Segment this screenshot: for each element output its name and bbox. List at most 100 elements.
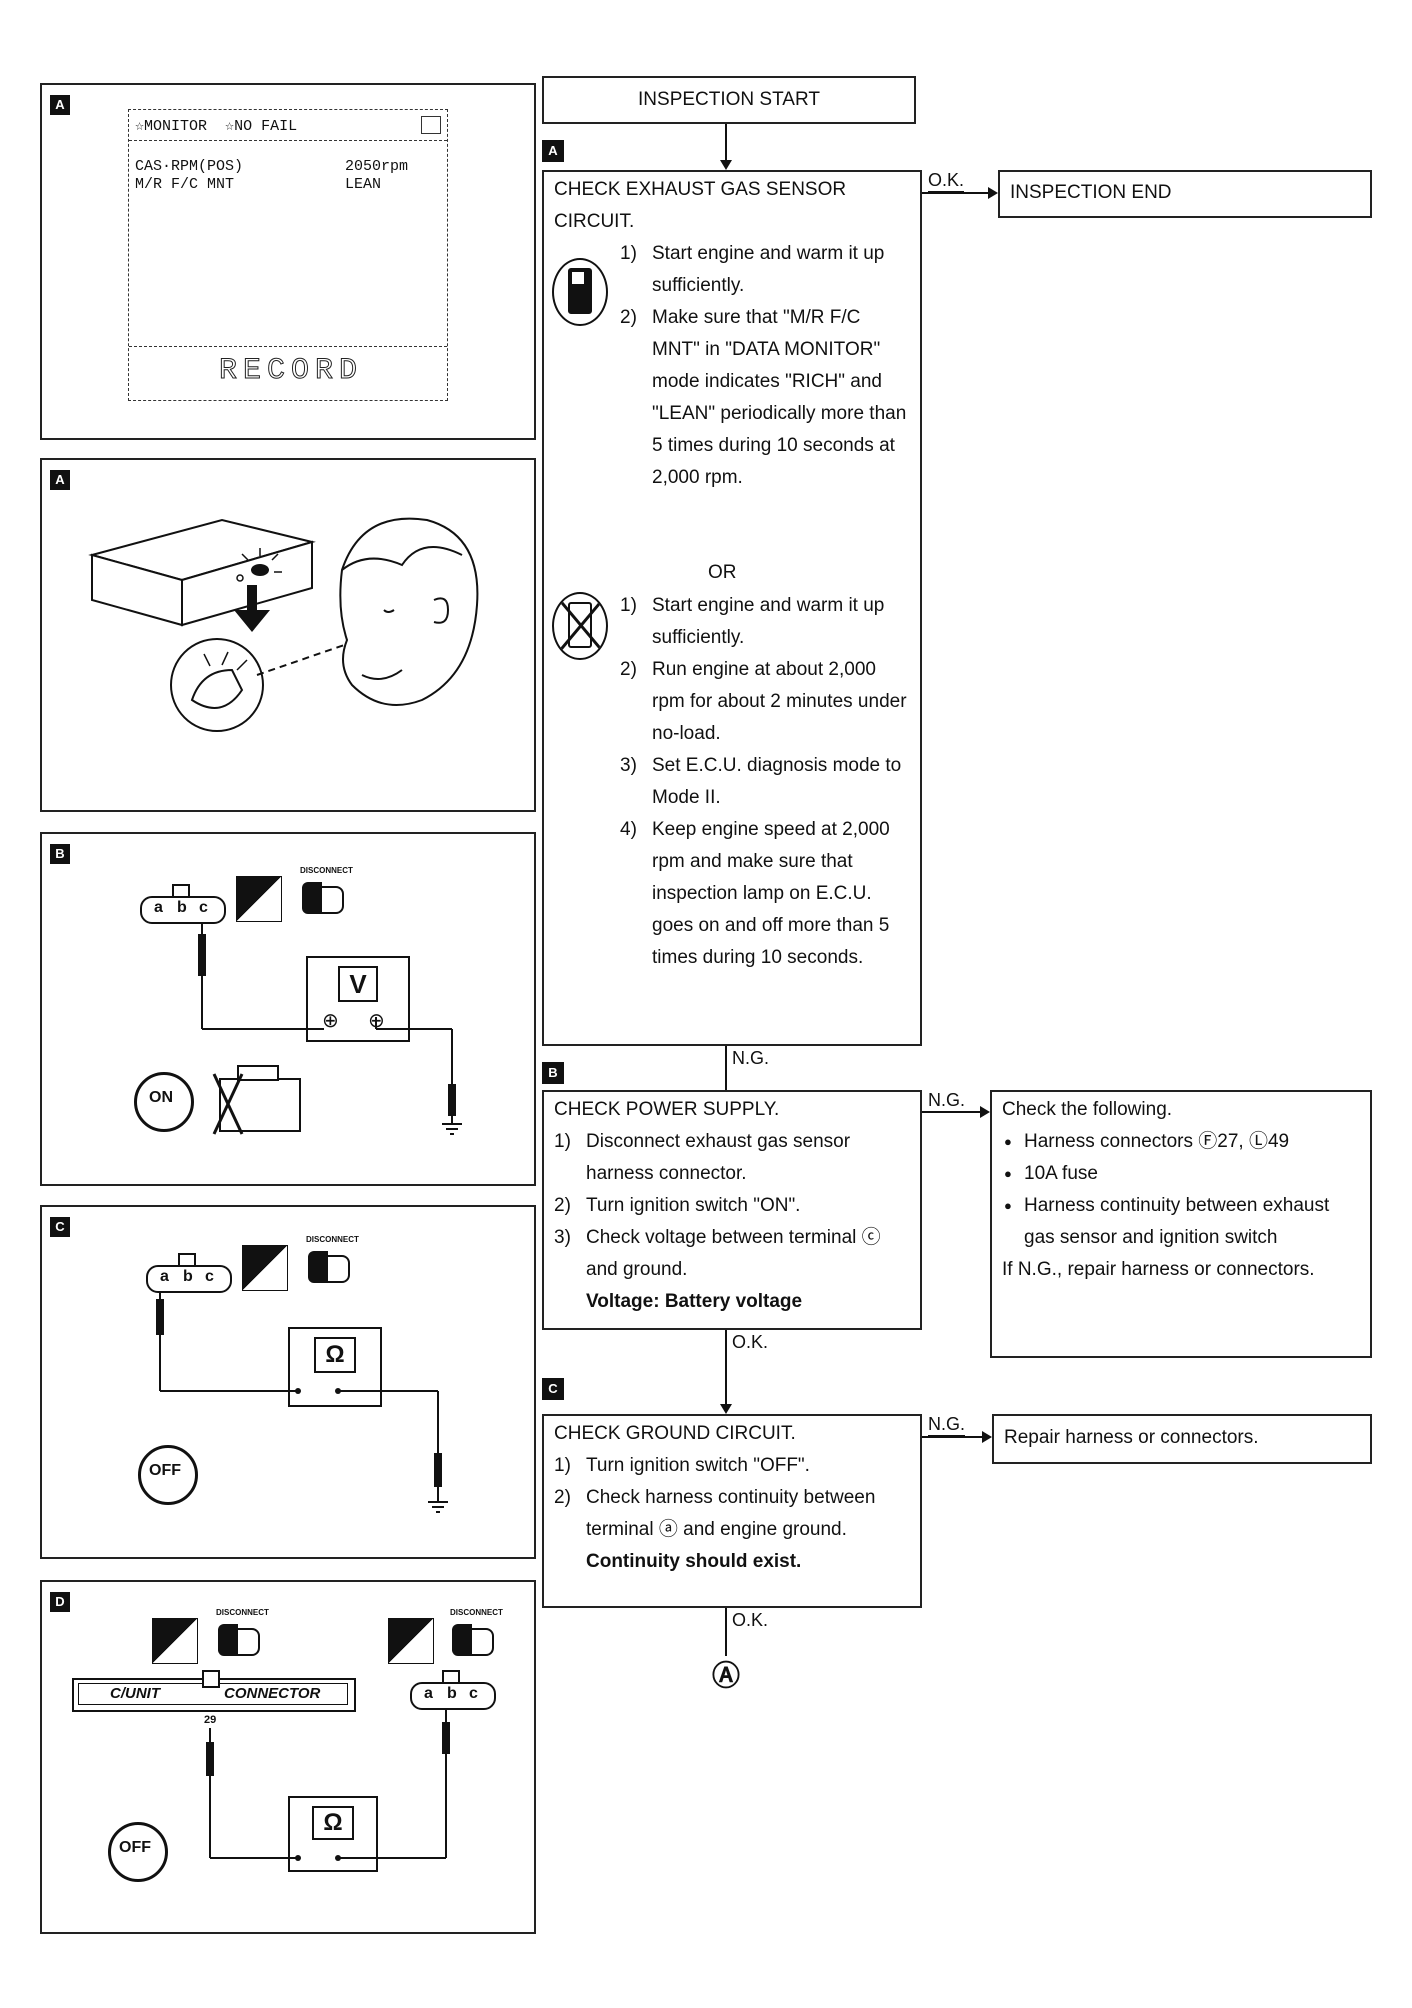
- check-b-step: 3)Check voltage between terminal ⓒ and g…: [554, 1227, 881, 1280]
- with-consult-step: 2)Make sure that "M/R F/C MNT" in "DATA …: [620, 307, 907, 488]
- monitor-screen: ☆MONITOR ☆NO FAIL CAS·RPM(POS) 2050rpm M…: [128, 109, 448, 401]
- ignition-key-icon: OFF: [108, 1822, 168, 1882]
- disconnect-label: DISCONNECT: [306, 1235, 359, 1244]
- panel-a-ecu-lamp: A: [40, 458, 536, 812]
- check-ground-circuit-box: CHECK GROUND CIRCUIT. 1)Turn ignition sw…: [542, 1414, 922, 1608]
- flow-tag-a: A: [542, 140, 564, 162]
- without-consult-step: 1)Start engine and warm it up sufficient…: [620, 595, 885, 648]
- ignition-key-icon: ON: [134, 1072, 194, 1132]
- check-following-tail: If N.G., repair harness or connectors.: [1002, 1259, 1315, 1280]
- check-c-step: 2)Check harness continuity between termi…: [554, 1487, 876, 1540]
- panel-b-voltage-check: B a b c DISCONNECT V ⊕ ⊖ ON: [40, 832, 536, 1186]
- panel-tag-a: A: [50, 470, 70, 490]
- connector-terminal-b: b: [447, 1685, 457, 1702]
- monitor-row2-value: LEAN: [345, 176, 382, 193]
- ecu-lamp-illustration: [88, 517, 479, 732]
- ok-label-a: O.K.: [928, 170, 965, 193]
- monitor-row1-name: CAS·RPM(POS): [135, 158, 244, 175]
- no-consult-icon: [552, 592, 608, 660]
- check-following-list: Harness connectors Ⓕ27, Ⓛ49 10A fuse Har…: [1002, 1126, 1360, 1254]
- monitor-record-divider: [129, 346, 447, 347]
- cunit-label: C/UNIT: [110, 1685, 160, 1702]
- ohmmeter: Ω: [288, 1796, 378, 1872]
- ignition-key-position: OFF: [149, 1462, 181, 1479]
- or-label: OR: [704, 557, 741, 589]
- disconnect-label-left: DISCONNECT: [216, 1608, 269, 1617]
- check-exhaust-gas-sensor-box: CHECK EXHAUST GAS SENSOR CIRCUIT. 1)Star…: [542, 170, 922, 1046]
- inspection-end-box: INSPECTION END: [998, 170, 1372, 218]
- with-consult-step: 1)Start engine and warm it up sufficient…: [620, 243, 885, 296]
- repair-harness-label: Repair harness or connectors.: [1004, 1427, 1259, 1448]
- ok-label-b: O.K.: [732, 1332, 769, 1352]
- flow-tag-b: B: [542, 1062, 564, 1084]
- check-b-spec: Voltage: Battery voltage: [586, 1291, 803, 1312]
- check-a-title-line2: CIRCUIT.: [554, 211, 635, 232]
- with-consult-steps: 1)Start engine and warm it up sufficient…: [620, 238, 910, 494]
- connector-terminal-a: a: [424, 1685, 433, 1702]
- disconnect-connector-icon: [302, 880, 344, 916]
- check-following-item: Harness connectors Ⓕ27, Ⓛ49: [1002, 1126, 1360, 1158]
- voltage-probe-wiring: [198, 922, 462, 1135]
- ng-label-c: N.G.: [928, 1414, 966, 1437]
- check-power-supply-box: CHECK POWER SUPPLY. 1)Disconnect exhaust…: [542, 1090, 922, 1330]
- sensor-connector: a b c: [410, 1682, 496, 1710]
- connector-terminal-a: a: [154, 899, 163, 916]
- connector-latch: [442, 1670, 460, 1684]
- check-c-spec: Continuity should exist.: [586, 1551, 802, 1572]
- voltmeter-plus-terminal: ⊕: [322, 1010, 339, 1032]
- monitor-row1-value: 2050rpm: [345, 158, 409, 175]
- check-c-steps: 1)Turn ignition switch "OFF". 2)Check ha…: [554, 1450, 910, 1546]
- check-following-title: Check the following.: [1002, 1099, 1173, 1120]
- monitor-header-divider: [129, 140, 447, 141]
- continuation-connector-a: Ⓐ: [712, 1660, 741, 1691]
- without-consult-step: 4)Keep engine speed at 2,000 rpm and mak…: [620, 819, 890, 968]
- disconnect-connector-icon-right: [452, 1622, 494, 1658]
- voltmeter: V ⊕ ⊖: [306, 956, 410, 1042]
- sensor-connector: a b c: [140, 896, 226, 924]
- without-consult-step: 2)Run engine at about 2,000 rpm for abou…: [620, 659, 907, 744]
- check-b-steps: 1)Disconnect exhaust gas sensor harness …: [554, 1126, 910, 1286]
- consult-tool-icon: [552, 258, 608, 326]
- ng-label-b: N.G.: [928, 1090, 966, 1113]
- ignition-key-position: OFF: [119, 1839, 151, 1856]
- continuity-probe-wiring: [206, 1708, 450, 1861]
- without-consult-steps: 1)Start engine and warm it up sufficient…: [620, 590, 910, 974]
- inspection-start-box: INSPECTION START: [542, 76, 916, 124]
- record-button[interactable]: RECORD: [218, 354, 364, 389]
- connector-terminal-c: c: [205, 1268, 214, 1285]
- check-following-item: 10A fuse: [1002, 1158, 1360, 1190]
- monitor-row2-name: M/R F/C MNT: [135, 176, 235, 193]
- check-b-step: 1)Disconnect exhaust gas sensor harness …: [554, 1131, 851, 1184]
- check-b-title: CHECK POWER SUPPLY.: [554, 1099, 780, 1120]
- without-consult-step: 3)Set E.C.U. diagnosis mode to Mode II.: [620, 755, 902, 808]
- connector-terminal-b: b: [183, 1268, 193, 1285]
- connector-terminal-c: c: [199, 899, 208, 916]
- check-a-title-line1: CHECK EXHAUST GAS SENSOR: [554, 179, 847, 200]
- ignition-status-icon-right: [388, 1618, 434, 1664]
- check-c-title: CHECK GROUND CIRCUIT.: [554, 1423, 796, 1444]
- disconnect-connector-icon-left: [218, 1622, 260, 1658]
- panel-tag-b: B: [50, 844, 70, 864]
- ok-label-c: O.K.: [732, 1610, 769, 1630]
- cunit-pin-number: 29: [204, 1714, 217, 1726]
- disconnect-label-right: DISCONNECT: [450, 1608, 503, 1617]
- panel-c-ground-check: C a b c DISCONNECT Ω OFF: [40, 1205, 536, 1559]
- disconnect-connector-icon: [308, 1249, 350, 1285]
- repair-harness-box: Repair harness or connectors.: [992, 1414, 1372, 1464]
- ignition-key-position: ON: [149, 1089, 173, 1106]
- check-c-step: 1)Turn ignition switch "OFF".: [554, 1455, 810, 1476]
- connector-terminal-c: c: [469, 1685, 478, 1702]
- panel-tag-c: C: [50, 1217, 70, 1237]
- flow-tag-c: C: [542, 1378, 564, 1400]
- inspection-end-label: INSPECTION END: [1010, 182, 1172, 203]
- monitor-header-button[interactable]: [421, 116, 441, 134]
- connector-terminal-b: b: [177, 899, 187, 916]
- panel-tag-a: A: [50, 95, 70, 115]
- ignition-key-icon: OFF: [138, 1445, 198, 1505]
- ignition-status-icon: [242, 1245, 288, 1291]
- connector-latch: [172, 884, 190, 898]
- cunit-connector: C/UNIT CONNECTOR: [72, 1670, 356, 1712]
- ignition-status-icon: [236, 876, 282, 922]
- cunit-connector-label: CONNECTOR: [224, 1685, 321, 1702]
- connector-latch: [178, 1253, 196, 1267]
